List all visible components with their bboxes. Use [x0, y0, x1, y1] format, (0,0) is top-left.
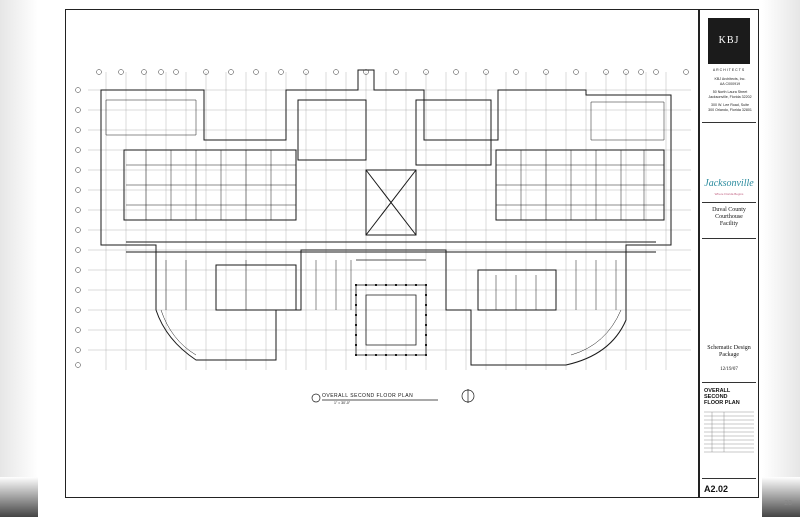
- project-name-line-1: Duval County: [712, 207, 746, 213]
- client-logo: Jacksonville: [704, 178, 754, 189]
- package-line-2: Package: [719, 352, 739, 358]
- firm-name: KBJ Architects, Inc.: [714, 77, 746, 81]
- interior-rooms: [105, 99, 665, 356]
- firm-license: AA C000919: [719, 82, 741, 86]
- divider: [702, 122, 756, 123]
- north-arrow-icon: [461, 389, 475, 403]
- right-margin-shade: [762, 0, 800, 517]
- bottom-left-shadow: [0, 477, 38, 517]
- sheet-title-line-1: OVERALL: [704, 388, 731, 394]
- revision-table: [704, 411, 754, 453]
- package-name: Schematic Design Package: [703, 345, 755, 359]
- divider: [702, 382, 756, 383]
- plan-caption: OVERALL SECOND FLOOR PLAN: [322, 393, 414, 399]
- divider: [702, 238, 756, 239]
- sheet-title-line-3: FLOOR PLAN: [704, 400, 740, 406]
- firm-address-2-line-2: 300 Orlando, Florida 32801: [708, 108, 752, 112]
- left-margin-shade: [0, 0, 38, 517]
- column-grid: [88, 72, 691, 370]
- divider: [702, 478, 756, 479]
- plan-scale: 1" = 30'-0": [334, 401, 351, 405]
- drawing-sheet: OVERALL SECOND FLOOR PLAN 1" = 30'-0": [65, 9, 699, 498]
- divider: [702, 202, 756, 203]
- page-number: 23: [784, 500, 792, 507]
- firm-logo-subtitle: ARCHITECTS: [712, 68, 746, 72]
- package-line-1: Schematic Design: [707, 345, 751, 351]
- sheet-title-line-2: SECOND: [704, 394, 728, 400]
- package-date: 12/19/07: [720, 367, 738, 372]
- floor-plan-drawing: [75, 69, 691, 403]
- firm-logo: KBJ: [708, 18, 750, 64]
- colonnade-columns: [355, 284, 427, 356]
- firm-address-1-line-2: Jacksonville, Florida 32202: [708, 95, 752, 99]
- project-name: Duval County Courthouse Facility: [703, 207, 755, 228]
- project-name-line-3: Facility: [719, 221, 739, 227]
- project-name-line-2: Courthouse: [715, 214, 743, 220]
- sheet-number: A2.02: [704, 484, 729, 494]
- sheet-title: OVERALL SECOND FLOOR PLAN: [704, 388, 756, 406]
- entry-colonnade: [355, 259, 427, 356]
- client-tagline: Where Florida Begins: [714, 192, 744, 196]
- title-block: KBJ ARCHITECTS KBJ Architects, Inc. AA C…: [699, 9, 759, 498]
- bottom-right-shadow: [762, 477, 800, 517]
- plan-title-marker: [311, 393, 438, 403]
- building-outline: [100, 69, 672, 366]
- firm-address-1-line-1: 50 North Laura Street: [712, 90, 748, 94]
- grid-bubbles: [75, 69, 689, 368]
- firm-address-2-line-1: 300 W. Lee Road, Suite: [711, 103, 749, 107]
